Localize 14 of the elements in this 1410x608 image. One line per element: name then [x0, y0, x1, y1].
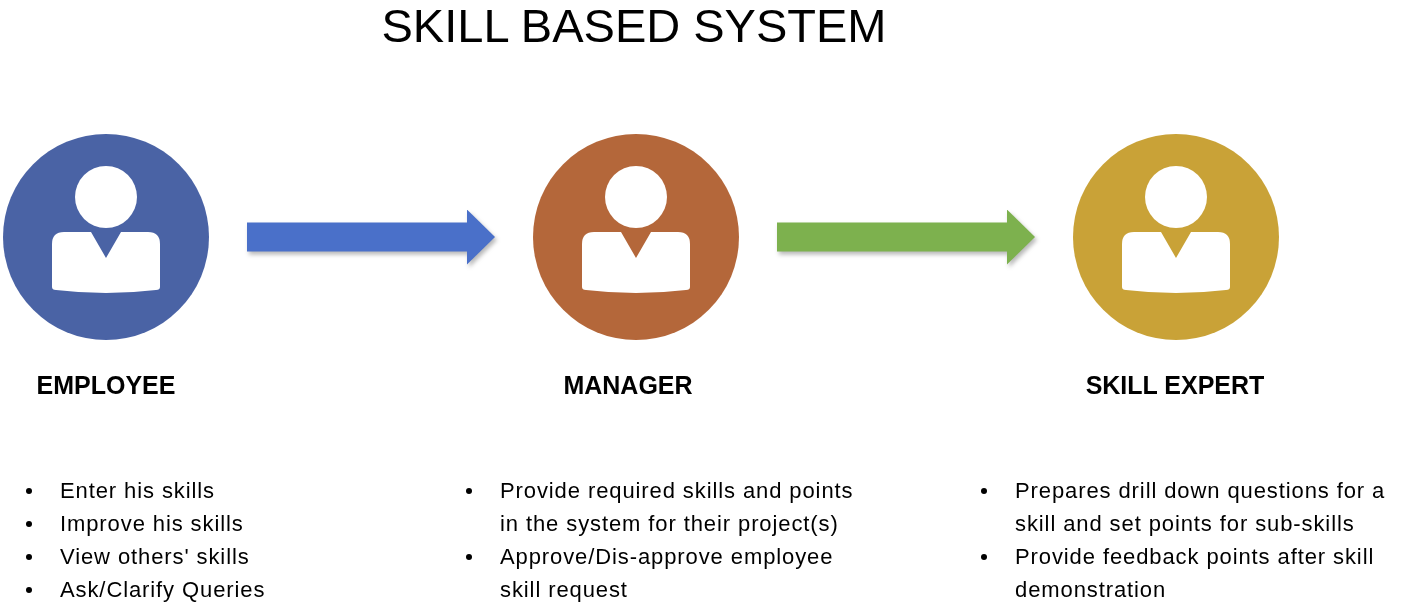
- role-title: EMPLOYEE: [36, 370, 176, 400]
- block-arrow: [777, 209, 1035, 265]
- bullet-text: Approve/Dis-approve employee skill request: [500, 543, 835, 604]
- bullet-text: Provide feedback points after skill demonstration: [1015, 543, 1376, 604]
- bullet-text: Enter his skills: [60, 477, 216, 505]
- bullet-text: Prepares drill down questions for a skill and set points for sub-skills: [1015, 477, 1387, 538]
- block-arrow: [247, 209, 495, 265]
- role-title: SKILL EXPERT: [1085, 370, 1265, 400]
- diagram-title: SKILL BASED SYSTEM: [381, 2, 887, 50]
- bullet-text: Improve his skills: [60, 510, 245, 538]
- bullet-text: Provide required skills and points in the system for their project(s): [500, 477, 855, 538]
- bullet-text: Ask/Clarify Queries: [60, 576, 267, 604]
- role-title: MANAGER: [563, 370, 693, 400]
- bullet-text: View others' skills: [60, 543, 251, 571]
